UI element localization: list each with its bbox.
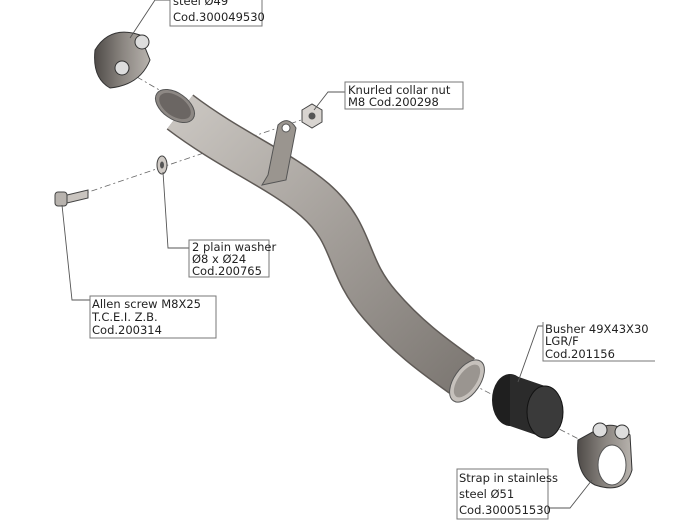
leader-clamp-bottom <box>548 479 593 509</box>
svg-text:LGR/F: LGR/F <box>545 334 579 348</box>
label-washer: 2 plain washer Ø8 x Ø24 Cod.200765 <box>188 239 276 278</box>
assembly-axis-bolt <box>64 116 311 201</box>
svg-text:Knurled collar nut: Knurled collar nut <box>348 83 451 97</box>
label-clamp-bottom: Strap in stainless steel Ø51 Cod.3000515… <box>456 468 558 520</box>
svg-text:Cod.300051530: Cod.300051530 <box>459 503 551 517</box>
plain-washer <box>156 155 168 175</box>
leader-allen-screw <box>61 204 90 301</box>
busher-sleeve <box>492 374 564 439</box>
leader-busher <box>517 325 543 383</box>
svg-text:Strap in stainless: Strap in stainless <box>459 471 558 485</box>
clamp-bottom-o51 <box>577 422 633 489</box>
svg-text:Busher 49X43X30: Busher 49X43X30 <box>545 322 649 336</box>
svg-text:M8 Cod.200298: M8 Cod.200298 <box>348 95 439 109</box>
knurled-collar-nut <box>301 103 323 129</box>
assembly-axis-bottom <box>459 377 601 451</box>
svg-text:Cod.200314: Cod.200314 <box>92 323 162 337</box>
label-collar-nut: Knurled collar nut M8 Cod.200298 <box>344 81 464 110</box>
allen-screw <box>54 189 89 207</box>
svg-text:Cod.300049530: Cod.300049530 <box>173 10 265 24</box>
svg-text:T.C.E.I. Z.B.: T.C.E.I. Z.B. <box>91 310 158 324</box>
svg-text:Allen screw M8X25: Allen screw M8X25 <box>92 297 201 311</box>
exhaust-pipe <box>154 88 485 403</box>
leader-clamp-top <box>129 0 170 39</box>
svg-text:Ø8 x Ø24: Ø8 x Ø24 <box>192 252 246 266</box>
svg-text:steel Ø49: steel Ø49 <box>173 0 228 8</box>
svg-text:steel Ø51: steel Ø51 <box>459 487 514 501</box>
label-clamp-top: steel Ø49 Cod.300049530 <box>169 0 265 27</box>
clamp-top-o49 <box>94 31 151 89</box>
label-allen-screw: Allen screw M8X25 T.C.E.I. Z.B. Cod.2003… <box>89 295 217 339</box>
svg-text:2 plain washer: 2 plain washer <box>192 240 276 254</box>
leader-washer <box>162 171 189 249</box>
svg-text:Cod.201156: Cod.201156 <box>545 347 615 361</box>
svg-text:Cod.200765: Cod.200765 <box>192 264 262 278</box>
label-busher: Busher 49X43X30 LGR/F Cod.201156 <box>542 322 655 362</box>
leader-collar-nut <box>313 91 345 111</box>
